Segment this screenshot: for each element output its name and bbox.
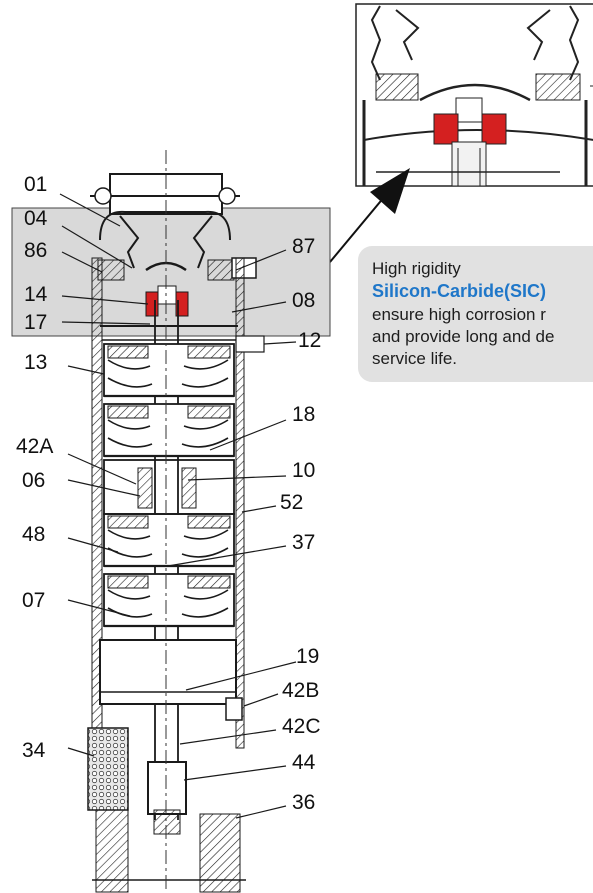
callout-label-08: 08 [292,289,316,312]
callout-label-44: 44 [292,751,316,774]
info-line-service-life: service life. [372,349,458,368]
impeller-stage [103,343,235,398]
info-line-durability: and provide long and de [372,327,555,346]
callout-leader-lines [59,193,297,819]
callout-label-87: 87 [292,235,316,258]
info-line-rigidity: High rigidity [372,259,461,278]
callout-label-17: 17 [24,311,48,334]
detail-pointer-arrow [329,168,410,263]
info-line-corrosion: ensure high corrosion r [372,305,546,324]
impeller-stage [103,513,235,568]
callout-label-18: 18 [292,403,316,426]
callout-label-12: 12 [298,329,322,352]
callout-label-13: 13 [24,351,48,374]
callout-label-36: 36 [292,791,316,814]
callout-label-86: 86 [24,239,48,262]
callout-label-37: 37 [292,531,316,554]
callout-label-06: 06 [22,469,46,492]
callout-label-19: 19 [296,645,320,668]
callout-label-42b: 42B [282,679,320,702]
seal-highlight-zone [11,207,331,337]
callout-label-48: 48 [22,523,46,546]
callout-label-01: 01 [24,173,48,196]
callout-label-34: 34 [22,739,46,762]
impeller-stage [103,403,235,458]
callout-label-42a: 42A [16,435,54,458]
impeller-stage [103,573,235,628]
callout-label-14: 14 [24,283,48,306]
callout-label-10: 10 [292,459,316,482]
intermediate-bushing [103,459,235,515]
seal-detail-inset [355,3,593,187]
callout-label-42c: 42C [282,715,321,738]
callout-label-04: 04 [24,207,48,230]
pump-body [87,173,265,893]
callout-label-07: 07 [22,589,46,612]
sic-info-box: High rigidity Silicon-Carbide(SIC) ensur… [358,246,593,382]
info-line-sic: Silicon-Carbide(SIC) [372,281,547,301]
callout-label-52: 52 [280,491,304,514]
